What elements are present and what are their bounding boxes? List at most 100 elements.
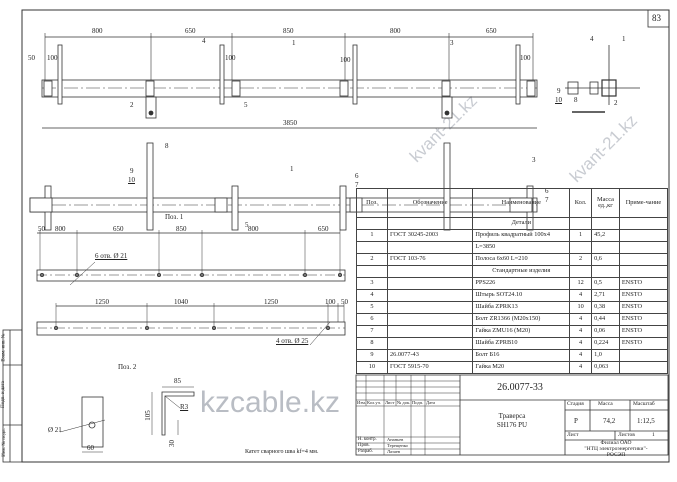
empty-cell bbox=[356, 265, 388, 278]
org-name: "НТЦ электроэнергетики"- bbox=[584, 446, 648, 452]
dim-label: 50 bbox=[341, 298, 348, 306]
cell-mass: 0,063 bbox=[591, 361, 620, 374]
cell-pos: 7 bbox=[356, 325, 388, 338]
callout: 4 bbox=[202, 37, 206, 45]
cell-qty: 4 bbox=[569, 325, 593, 338]
section-title: Детали bbox=[472, 217, 571, 230]
pos2-title: Поз. 2 bbox=[118, 363, 137, 371]
callout: 8 bbox=[574, 96, 578, 104]
callout: 2 bbox=[614, 99, 618, 107]
holes-label: 4 отв. Ø 25 bbox=[276, 337, 309, 345]
empty-cell bbox=[356, 217, 388, 230]
dim-label: 800 bbox=[248, 225, 259, 233]
org-name: Филиал ОАО bbox=[600, 440, 632, 446]
dim-label: 100 bbox=[340, 56, 351, 64]
cell-code bbox=[386, 337, 474, 350]
cell-code: ГОСТ 103-76 bbox=[386, 253, 474, 266]
cell-pos: 5 bbox=[356, 301, 388, 314]
cell-name: L=3850 bbox=[472, 241, 571, 254]
cell-pos: 2 bbox=[356, 253, 388, 266]
column-header: Обозначение bbox=[386, 188, 474, 218]
cell-name: Шайба ZPRK13 bbox=[472, 301, 571, 314]
cell-pos bbox=[356, 241, 388, 254]
cell-qty: 10 bbox=[569, 301, 593, 314]
cell-note: ENSTO bbox=[618, 289, 669, 302]
cell-qty: 4 bbox=[569, 349, 593, 362]
empty-cell bbox=[569, 265, 593, 278]
callout: 7 bbox=[355, 181, 359, 189]
cell-mass: 1,0 bbox=[591, 349, 620, 362]
title-block-column-label: Изм. bbox=[357, 400, 366, 405]
callout: 1 bbox=[290, 165, 294, 173]
callout: 3 bbox=[532, 156, 536, 164]
cell-name: Гайка M20 bbox=[472, 361, 571, 374]
cell-mass: 0,224 bbox=[591, 337, 620, 350]
cell-qty: 2 bbox=[569, 253, 593, 266]
drawing-title: Траверса bbox=[498, 412, 526, 420]
cell-pos: 10 bbox=[356, 361, 388, 374]
hole-label: Ø 21 bbox=[48, 426, 62, 434]
cell-mass: 0,38 bbox=[591, 301, 620, 314]
cell-code: ГОСТ 5915-70 bbox=[386, 361, 474, 374]
dim-label: 650 bbox=[318, 225, 329, 233]
cell-name: Болт Б16 bbox=[472, 349, 571, 362]
cell-qty: 12 bbox=[569, 277, 593, 290]
dim-label: 1040 bbox=[174, 298, 188, 306]
cell-name: Профиль квадратный 100x4 bbox=[472, 229, 571, 242]
holes-label: 6 отв. Ø 21 bbox=[95, 252, 128, 260]
cell-code: 26.0077-43 bbox=[386, 349, 474, 362]
table-row: L=3850 bbox=[356, 241, 669, 254]
dim-label: 30 bbox=[168, 440, 176, 447]
column-header: Приме-чание bbox=[618, 188, 669, 218]
column-header: Поз. bbox=[356, 188, 388, 218]
dim-label: 85 bbox=[174, 377, 181, 385]
callout: 3 bbox=[450, 39, 454, 47]
cell-name: PPS226 bbox=[472, 277, 571, 290]
dim-label: 100 bbox=[520, 54, 531, 62]
cell-qty: 4 bbox=[569, 289, 593, 302]
sheets-label: Листов bbox=[618, 432, 635, 438]
cell-code: ГОСТ 30245-2003 bbox=[386, 229, 474, 242]
cell-qty: 4 bbox=[569, 337, 593, 350]
dim-label: 100 bbox=[47, 54, 58, 62]
cell-qty bbox=[569, 241, 593, 254]
column-header: Кол. bbox=[569, 188, 593, 218]
page-number: 83 bbox=[652, 13, 661, 23]
cell-code bbox=[386, 277, 474, 290]
dim-label: 60 bbox=[87, 444, 94, 452]
column-header: Масса ед.,кг bbox=[591, 188, 620, 218]
stage-value: Р bbox=[574, 417, 578, 425]
title-block-column-label: Дата bbox=[426, 400, 435, 405]
cell-name: Штырь SOT24.10 bbox=[472, 289, 571, 302]
title-block-column-label: Кол.уч. bbox=[367, 400, 381, 405]
drawing-title: SH176 PU bbox=[496, 421, 528, 429]
cell-mass: 45,2 bbox=[591, 229, 620, 242]
stage-label: Стадия bbox=[567, 401, 584, 407]
dim-label: 105 bbox=[143, 410, 152, 421]
weld-note: Катет сварного шва kf=4 мм. bbox=[245, 449, 319, 455]
sheet-label: Лист bbox=[567, 432, 579, 438]
dim-label: 100 bbox=[325, 298, 336, 306]
empty-cell bbox=[591, 217, 620, 230]
cell-note: ENSTO bbox=[618, 337, 669, 350]
section-title: Стандартные изделия bbox=[472, 265, 571, 278]
cell-qty: 4 bbox=[569, 361, 593, 374]
cell-name: Гайка ZMU16 (M20) bbox=[472, 325, 571, 338]
cell-pos: 8 bbox=[356, 337, 388, 350]
callout: 6 bbox=[355, 172, 359, 180]
callout: 9 bbox=[557, 87, 561, 95]
title-block-column-label: Подп. bbox=[412, 400, 424, 405]
cell-mass bbox=[591, 241, 620, 254]
mass-label: Масса bbox=[598, 401, 613, 407]
sheets-value: 1 bbox=[652, 432, 655, 438]
cell-mass: 0,06 bbox=[591, 325, 620, 338]
cell-note: ENSTO bbox=[618, 325, 669, 338]
cell-qty: 4 bbox=[569, 313, 593, 326]
cell-note bbox=[618, 349, 669, 362]
